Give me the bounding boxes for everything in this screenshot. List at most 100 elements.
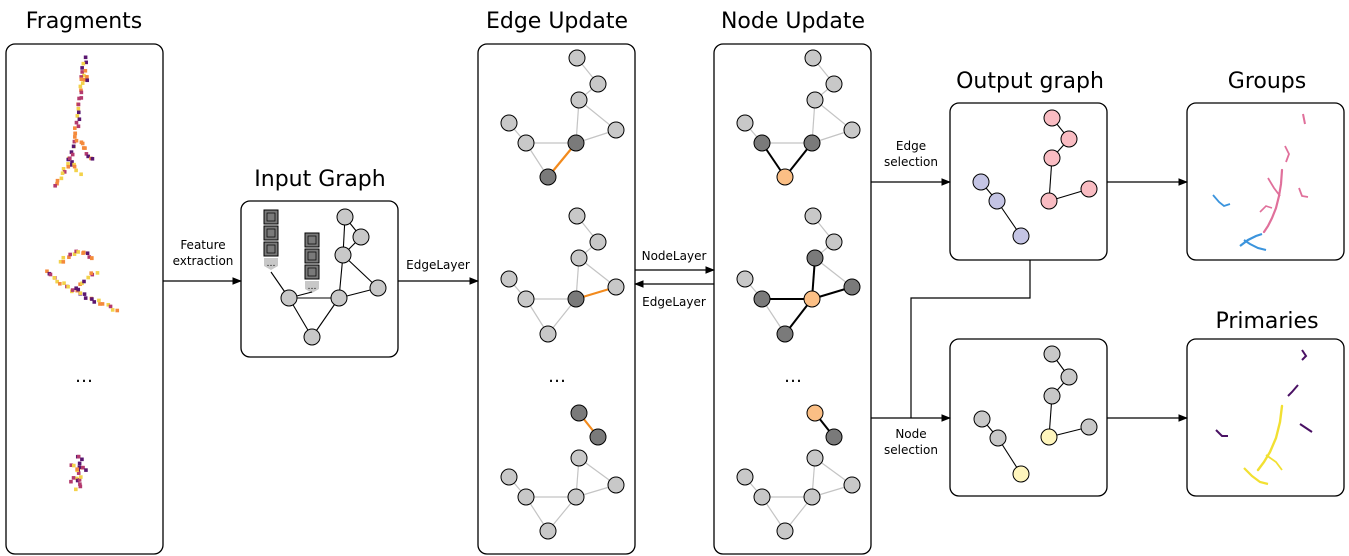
- graph-node: [1012, 465, 1030, 483]
- track-hit: [74, 138, 79, 143]
- graph-node: [517, 290, 535, 308]
- track-hit: [106, 302, 111, 307]
- track-hit: [76, 102, 81, 107]
- graph-node: [303, 328, 321, 346]
- label-edge-selection-line1: Edge: [896, 139, 926, 153]
- track-hit: [110, 308, 115, 312]
- graph-node: [570, 404, 588, 422]
- track-hit: [66, 284, 70, 289]
- track-hit: [76, 454, 81, 459]
- track-hit: [71, 476, 76, 480]
- track-hit: [115, 308, 120, 313]
- graph-node: [334, 246, 352, 264]
- track-hit: [80, 457, 84, 462]
- title-primaries: Primaries: [1215, 309, 1318, 334]
- track-hit: [55, 181, 59, 186]
- track-hit: [58, 281, 62, 286]
- track-hit: [45, 269, 49, 274]
- track-hit: [74, 168, 78, 173]
- track-hit: [72, 252, 77, 256]
- track-hit: [75, 467, 80, 472]
- track-hit: [74, 286, 78, 291]
- graph-node: [607, 278, 625, 296]
- track-hit: [71, 463, 76, 468]
- title-edge-update: Edge Update: [486, 9, 628, 34]
- primaries-tracks: [1215, 349, 1313, 486]
- graph-node: [972, 173, 990, 191]
- input-graph-network: [270, 208, 387, 346]
- track-hit: [70, 288, 75, 292]
- track-hit: [79, 88, 83, 93]
- feature-vector-1: …: [263, 209, 279, 270]
- track-hit: [83, 146, 87, 150]
- track-hit: [80, 81, 85, 85]
- label-edgelayer-back: EdgeLayer: [642, 295, 706, 309]
- fragment-track-2: [45, 249, 120, 313]
- track-hit: [85, 251, 90, 256]
- graph-node: [1012, 227, 1030, 245]
- track-hit: [71, 144, 76, 149]
- fragment-track-1: [53, 55, 95, 188]
- node-update-ellipsis: …: [784, 366, 802, 387]
- graph-node: [500, 468, 518, 486]
- graph-node: [776, 522, 794, 540]
- track-hit: [69, 479, 73, 484]
- node-selection-network: [973, 345, 1098, 483]
- graph-node: [803, 290, 821, 308]
- track-hit: [83, 68, 88, 73]
- graph-node: [988, 192, 1006, 210]
- graph-node: [843, 476, 861, 494]
- graph-node: [570, 249, 588, 267]
- graph-node: [567, 290, 585, 308]
- graph-node: [806, 249, 824, 267]
- fragments-ellipsis: …: [75, 366, 93, 387]
- fragment-track-3: [69, 454, 88, 492]
- track-hit: [53, 183, 57, 188]
- connector-output-to-node-selection: [910, 260, 1031, 418]
- graph-node: [500, 270, 518, 288]
- track-hit: [72, 164, 77, 169]
- graph-node: [336, 208, 354, 226]
- graph-node: [1043, 345, 1061, 363]
- track-hit: [75, 114, 80, 118]
- track-hit: [66, 164, 71, 169]
- graph-node: [539, 522, 557, 540]
- label-feature-line2: extraction: [173, 254, 234, 268]
- track-hit: [84, 60, 88, 65]
- label-edge-selection-line2: selection: [884, 155, 938, 169]
- track-hit: [74, 476, 79, 481]
- track-hit: [74, 487, 78, 492]
- graph-node: [589, 428, 607, 446]
- title-output-graph: Output graph: [956, 69, 1104, 94]
- graph-node: [517, 488, 535, 506]
- graph-node: [776, 168, 794, 186]
- title-groups: Groups: [1228, 69, 1306, 94]
- track-hit: [97, 298, 101, 303]
- graph-node: [1060, 368, 1078, 386]
- track-hit: [84, 152, 89, 156]
- track-hit: [98, 302, 102, 306]
- svg-text:…: …: [267, 259, 276, 269]
- track-hit: [72, 162, 76, 167]
- groups-tracks: [1212, 113, 1309, 251]
- track-hit: [61, 167, 66, 171]
- graph-node: [804, 49, 822, 67]
- graph-node: [589, 233, 607, 251]
- label-nodelayer: NodeLayer: [642, 249, 707, 263]
- graph-node: [280, 289, 298, 307]
- graph-node: [1080, 180, 1098, 198]
- track-hit: [76, 250, 80, 254]
- track-hit: [62, 170, 67, 174]
- track-hit: [60, 171, 65, 176]
- track-hit: [73, 135, 77, 139]
- track-hit: [73, 131, 77, 136]
- track-hit: [86, 275, 91, 280]
- track-hit: [86, 154, 90, 159]
- track-hit: [67, 156, 72, 161]
- track-hit: [74, 249, 78, 254]
- track-hit: [69, 150, 74, 154]
- graph-node: [989, 429, 1007, 447]
- track-hit: [48, 272, 53, 277]
- graph-node: [806, 449, 824, 467]
